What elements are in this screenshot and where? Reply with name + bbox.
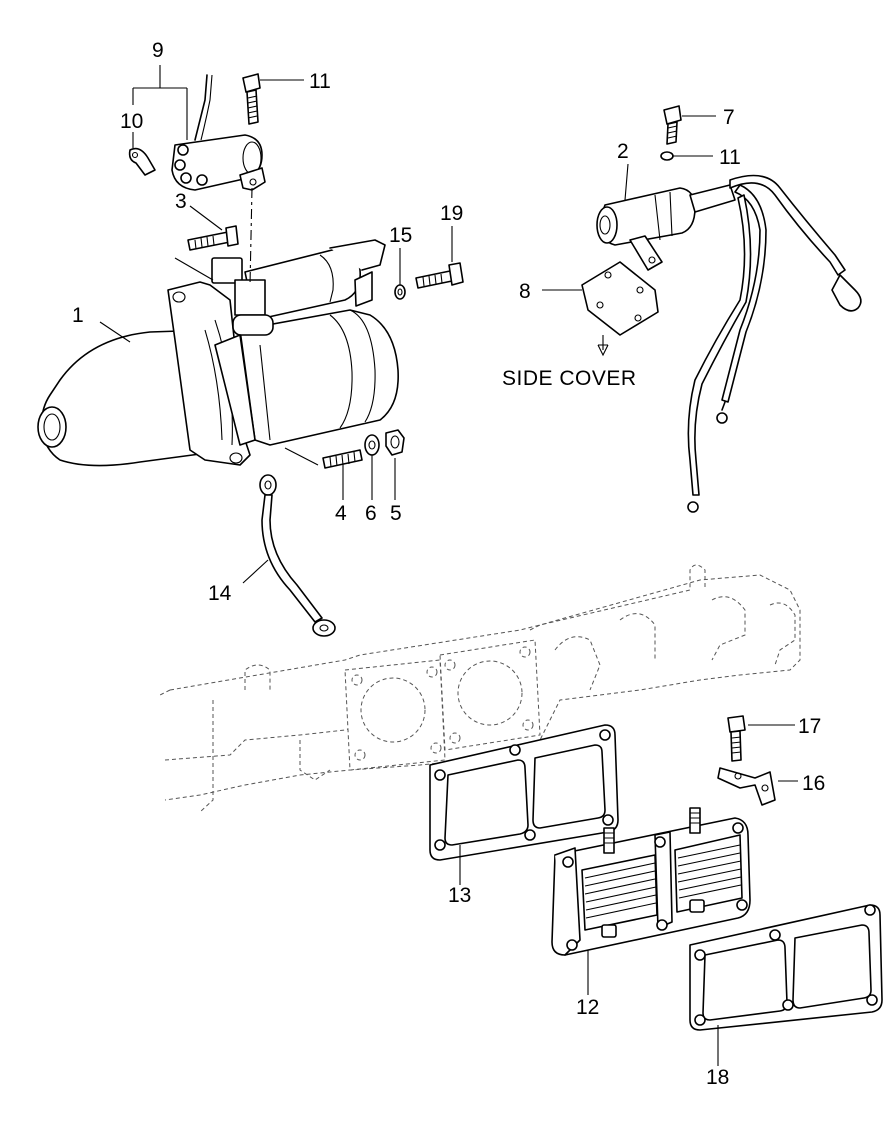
magnetic-switch xyxy=(128,74,266,191)
callout-17: 17 xyxy=(798,715,821,738)
washer-11-right xyxy=(660,151,674,161)
nut-5 xyxy=(385,429,405,456)
callout-9: 9 xyxy=(152,39,164,62)
callout-13: 13 xyxy=(448,884,471,907)
alignment-line xyxy=(249,187,253,286)
callout-10: 10 xyxy=(120,110,143,133)
callout-14: 14 xyxy=(208,582,232,605)
callout-2: 2 xyxy=(617,140,629,163)
callout-8: 8 xyxy=(519,280,531,303)
bolt-3 xyxy=(187,225,239,251)
exhaust-manifold-ghost xyxy=(159,564,801,813)
side-cover-label: SIDE COVER xyxy=(502,367,637,390)
callout-18: 18 xyxy=(706,1066,729,1089)
callout-16: 16 xyxy=(802,772,825,795)
gasket-13 xyxy=(429,724,619,861)
callout-labels: 9 10 11 3 1 15 19 4 6 5 14 7 11 2 8 SIDE… xyxy=(72,39,825,1089)
callout-12: 12 xyxy=(576,996,599,1019)
side-cover-plate-8 xyxy=(581,261,659,336)
side-cover-arrow xyxy=(597,335,609,357)
gasket-18 xyxy=(689,904,883,1031)
callout-1: 1 xyxy=(72,304,84,327)
starter-motor xyxy=(37,239,399,467)
leader-lines xyxy=(99,65,798,1066)
callout-11-right: 11 xyxy=(719,146,741,169)
ground-cable-14 xyxy=(259,474,336,637)
callout-15: 15 xyxy=(389,224,412,247)
washer-15 xyxy=(394,284,406,300)
callout-7: 7 xyxy=(723,106,735,129)
callout-19: 19 xyxy=(440,202,463,225)
washer-6 xyxy=(364,434,380,456)
bolt-11-left xyxy=(242,73,261,125)
callout-4: 4 xyxy=(335,502,347,525)
heater-block-12 xyxy=(551,807,751,956)
bolt-19 xyxy=(415,262,464,289)
callout-5: 5 xyxy=(390,502,402,525)
callout-6: 6 xyxy=(365,502,377,525)
callout-11-left: 11 xyxy=(309,70,331,93)
bracket-16 xyxy=(717,767,776,806)
callout-3: 3 xyxy=(175,190,187,213)
relay-2 xyxy=(596,174,862,513)
bolt-7 xyxy=(663,105,682,145)
bolt-17 xyxy=(727,715,746,762)
stud-4 xyxy=(322,449,363,469)
